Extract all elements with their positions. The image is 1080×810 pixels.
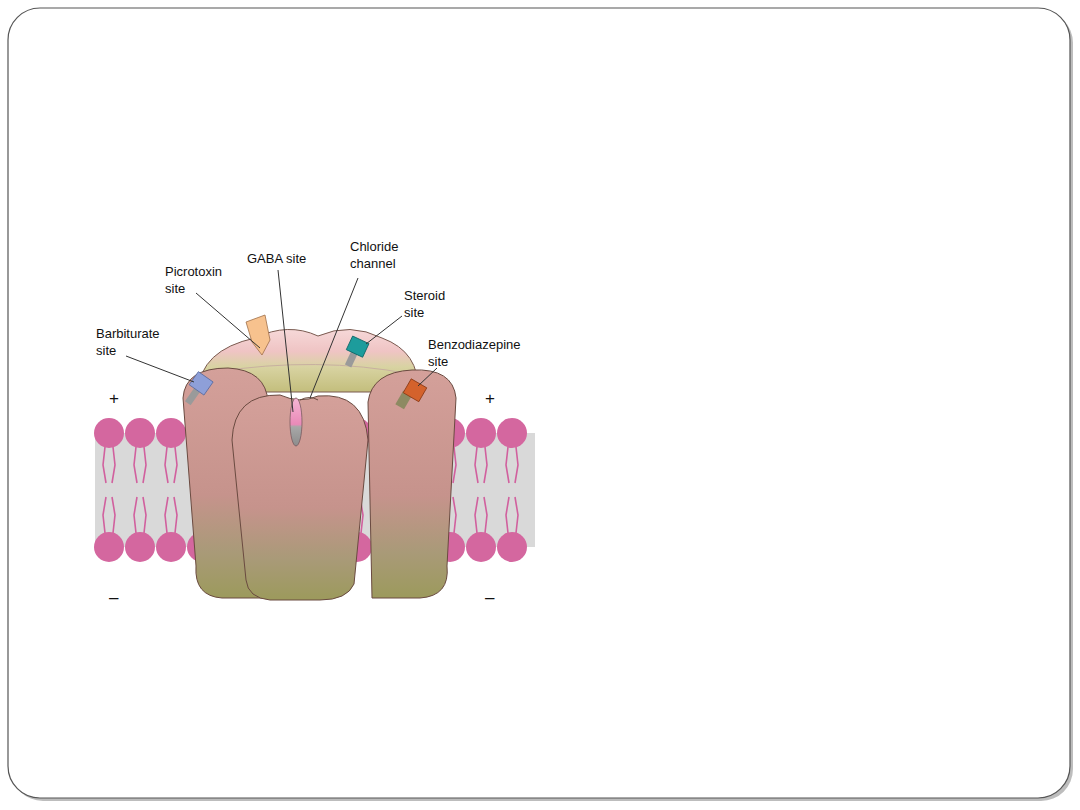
leader-line (196, 293, 260, 348)
lipid-head (125, 418, 155, 448)
lipid-head (497, 418, 527, 448)
lipid-tail (165, 497, 177, 533)
lipid-tail (475, 447, 487, 483)
site-label: Steroid site (404, 287, 452, 321)
leader-line (366, 316, 402, 344)
slide-frame (8, 8, 1070, 798)
site-label: Benzodiazepine site (428, 336, 540, 370)
charge-sign: – (109, 589, 129, 607)
receptor-subunit (232, 395, 368, 600)
lipid-head (466, 532, 496, 562)
barbiturate-site (180, 372, 213, 409)
lipid-tail (165, 447, 177, 483)
lipid-head (125, 532, 155, 562)
receptor-subunit (368, 370, 456, 598)
lipid-tail (134, 497, 146, 533)
lipid-head (497, 532, 527, 562)
site-label: Barbiturate site (96, 325, 176, 359)
benzodiazepine-site (395, 378, 426, 413)
chloride-channel (300, 398, 318, 401)
lipid-tail (475, 497, 487, 533)
lipid-head (94, 418, 124, 448)
lipid-tail (506, 497, 518, 533)
lipid-head (94, 532, 124, 562)
leader-line (126, 356, 194, 382)
leader-line (418, 368, 437, 386)
steroid-site (340, 336, 369, 370)
charge-sign: – (485, 589, 505, 607)
lipid-head (466, 418, 496, 448)
lipid-tail (103, 497, 115, 533)
charge-sign: + (485, 390, 505, 408)
lipid-head (156, 418, 186, 448)
leader-line (310, 278, 358, 398)
lipid-tail (506, 447, 518, 483)
site-label: GABA site (247, 250, 337, 267)
lipid-tail (134, 447, 146, 483)
charge-sign: + (109, 390, 129, 408)
channel-label: Chloride channel (350, 238, 412, 272)
picrotoxin-site (246, 315, 270, 355)
site-label: Picrotoxin site (165, 263, 237, 297)
leader-line (278, 270, 293, 412)
lipid-head (156, 532, 186, 562)
lipid-tail (103, 447, 115, 483)
